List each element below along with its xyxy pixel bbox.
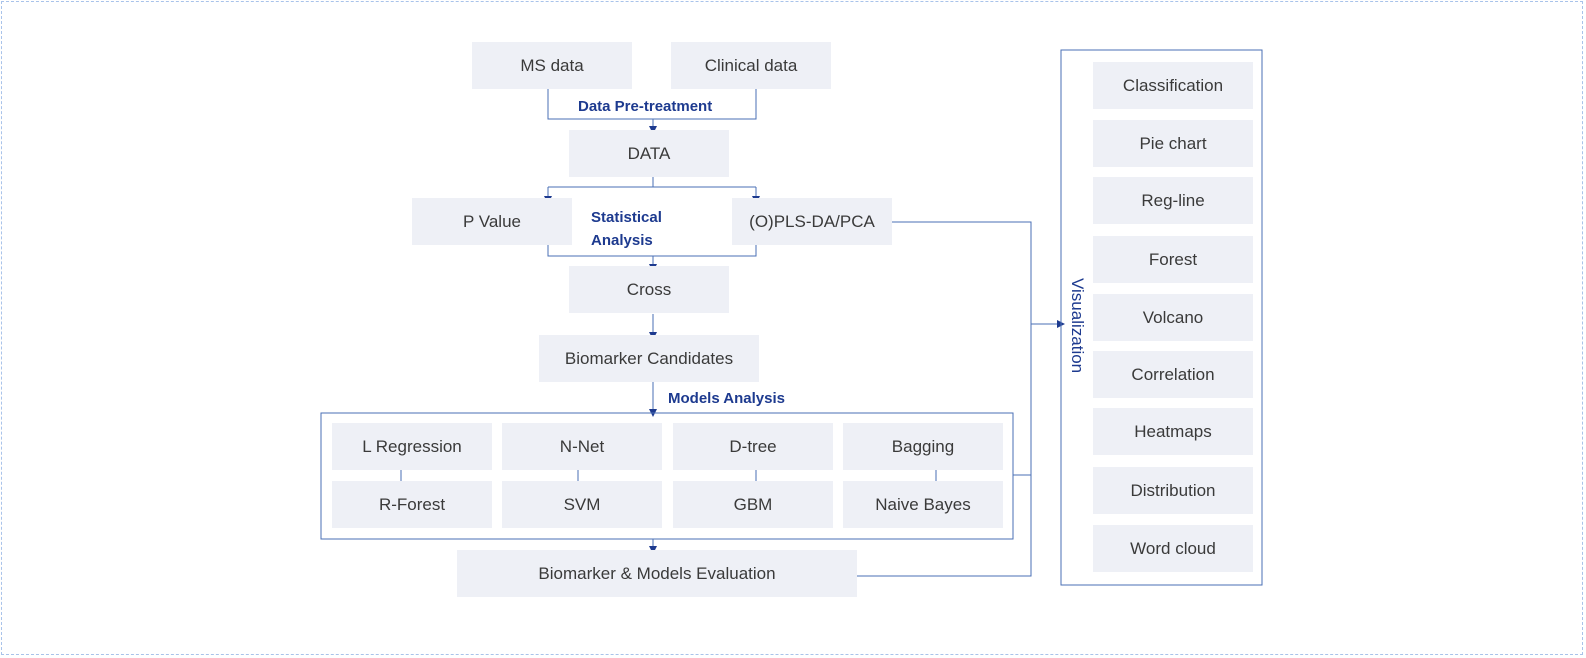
connector-data-split — [548, 177, 756, 188]
viz-pie-chart: Pie chart — [1093, 120, 1253, 167]
model-bagging: Bagging — [843, 423, 1003, 470]
clinical-data-node: Clinical data — [671, 42, 831, 89]
data-node: DATA — [569, 130, 729, 177]
evaluation-node: Biomarker & Models Evaluation — [457, 550, 857, 597]
connector-to-visualization — [857, 221, 1032, 577]
viz-reg-line: Reg-line — [1093, 177, 1253, 224]
statistical-label-line2: Analysis — [591, 232, 653, 249]
model-svm: SVM — [502, 481, 662, 528]
visualization-label: Visualization — [1068, 278, 1087, 374]
model-ticks — [400, 470, 937, 481]
opls-node: (O)PLS-DA/PCA — [732, 198, 892, 245]
model-d-tree: D-tree — [673, 423, 833, 470]
viz-volcano: Volcano — [1093, 294, 1253, 341]
model-l-regression: L Regression — [332, 423, 492, 470]
viz-distribution: Distribution — [1093, 467, 1253, 514]
visualization-container — [1060, 49, 1263, 586]
p-value-node: P Value — [412, 198, 572, 245]
viz-word-cloud: Word cloud — [1093, 525, 1253, 572]
viz-correlation: Correlation — [1093, 351, 1253, 398]
viz-heatmaps: Heatmaps — [1093, 408, 1253, 455]
connector-inputs-merge — [547, 89, 757, 120]
cross-node: Cross — [569, 266, 729, 313]
ms-data-node: MS data — [472, 42, 632, 89]
biomarker-candidates-node: Biomarker Candidates — [539, 335, 759, 382]
model-naive-bayes: Naive Bayes — [843, 481, 1003, 528]
pretreatment-label: Data Pre-treatment — [578, 98, 713, 115]
statistical-label-line1: Statistical — [591, 209, 662, 226]
viz-forest: Forest — [1093, 236, 1253, 283]
models-analysis-label: Models Analysis — [668, 390, 785, 407]
connector-stats-merge — [547, 242, 757, 257]
models-container — [320, 412, 1014, 540]
viz-classification: Classification — [1093, 62, 1253, 109]
model-n-net: N-Net — [502, 423, 662, 470]
model-gbm: GBM — [673, 481, 833, 528]
model-r-forest: R-Forest — [332, 481, 492, 528]
